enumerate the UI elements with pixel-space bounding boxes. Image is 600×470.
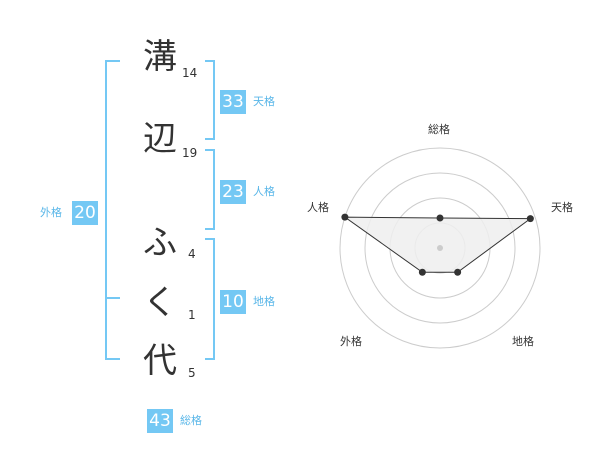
name-char-1: 溝 <box>143 37 177 77</box>
chikaku-label: 地格 <box>253 295 275 308</box>
gaikaku-value: 20 <box>72 201 98 225</box>
radar-label-soukaku: 総格 <box>428 123 450 136</box>
jinkaku-label: 人格 <box>253 185 275 198</box>
radar-label-gaikaku: 外格 <box>340 335 362 348</box>
jinkaku-value: 23 <box>220 180 246 204</box>
name-char-3: ふ <box>143 223 177 263</box>
jinkaku-bracket <box>205 149 215 230</box>
chikaku-bracket <box>205 238 215 360</box>
radar-point-2 <box>454 268 462 276</box>
stroke-count-1: 14 <box>182 66 198 80</box>
soukaku-label: 総格 <box>180 414 202 427</box>
radar-label-tenkaku: 天格 <box>551 201 573 214</box>
radar-point-3 <box>418 268 426 276</box>
radar-ring-4 <box>339 147 541 349</box>
tenkaku-value: 33 <box>220 90 246 114</box>
gaikaku-label: 外格 <box>40 206 62 219</box>
radar-label-jinkaku: 人格 <box>307 201 329 214</box>
stroke-count-2: 19 <box>182 146 198 160</box>
radar-ring-3 <box>364 172 516 324</box>
gaikaku-bracket <box>105 60 120 360</box>
radar-point-4 <box>341 213 349 221</box>
name-char-2: 辺 <box>143 119 177 159</box>
chikaku-value: 10 <box>220 290 246 314</box>
name-char-5: 代 <box>143 341 177 381</box>
radar-label-chikaku: 地格 <box>512 335 534 348</box>
radar-center-dot <box>437 245 443 251</box>
tenkaku-label: 天格 <box>253 95 275 108</box>
tenkaku-bracket <box>205 60 215 140</box>
stroke-count-5: 5 <box>188 366 196 380</box>
radar-area <box>343 216 532 273</box>
soukaku-value: 43 <box>147 409 173 433</box>
radar-point-1 <box>526 215 534 223</box>
stroke-count-3: 4 <box>188 247 196 261</box>
radar-point-0 <box>436 214 444 222</box>
name-char-4: く <box>143 283 177 323</box>
stroke-count-4: 1 <box>188 308 196 322</box>
